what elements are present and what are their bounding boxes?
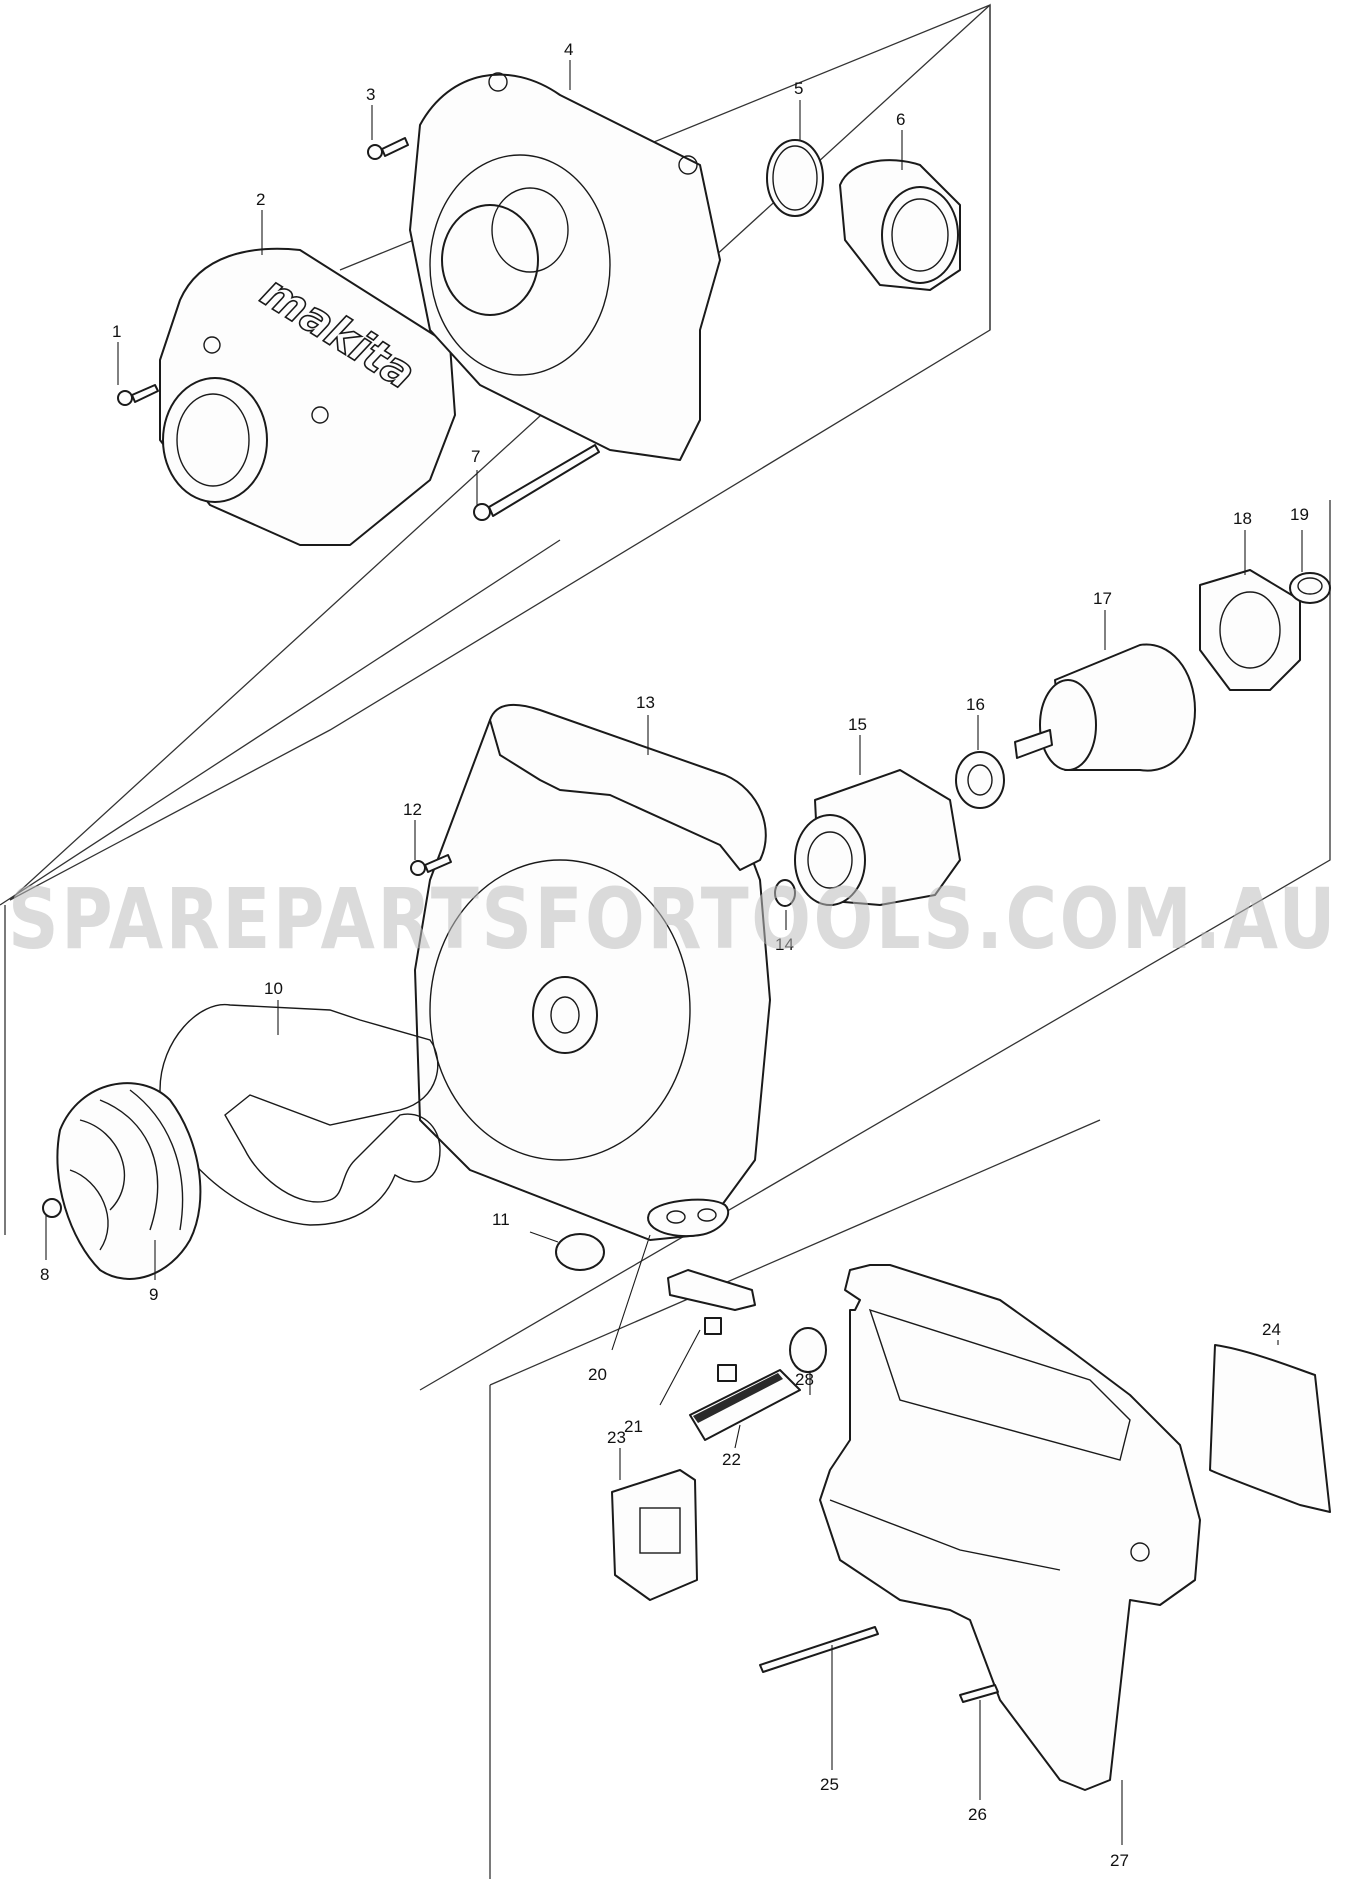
part-label-10: 10 — [264, 979, 283, 998]
part-label-21: 21 — [624, 1417, 643, 1436]
motor-part — [1014, 643, 1196, 772]
part-label-18: 18 — [1233, 509, 1252, 528]
part-label-19: 19 — [1290, 505, 1309, 524]
part-label-27: 27 — [1110, 1851, 1129, 1870]
gasket-part — [159, 1003, 441, 1226]
leader-lines — [45, 60, 1303, 1845]
part-labels: 1 2 3 4 5 6 7 8 9 10 11 12 13 14 15 16 1… — [40, 40, 1309, 1870]
fan-impeller-part — [42, 1082, 202, 1280]
part-label-6: 6 — [896, 110, 905, 129]
part-label-7: 7 — [471, 447, 480, 466]
long-pin-25 — [759, 1626, 879, 1673]
part-label-15: 15 — [848, 715, 867, 734]
part-label-8: 8 — [40, 1265, 49, 1284]
front-cover-part: makita — [159, 247, 456, 546]
part-label-5: 5 — [794, 79, 803, 98]
screw-12 — [410, 854, 452, 876]
part-label-20: 20 — [588, 1365, 607, 1384]
part-label-3: 3 — [366, 85, 375, 104]
motor-housing-part — [794, 769, 961, 906]
part-label-11: 11 — [492, 1210, 510, 1229]
part-label-14: 14 — [775, 935, 794, 954]
nozzle-adapter-part — [839, 159, 961, 291]
part-label-17: 17 — [1093, 589, 1112, 608]
watermark-text: SPAREPARTSFORTOOLS.COM.AU — [8, 870, 1338, 968]
seal-plate-part — [647, 1198, 730, 1238]
switch-part — [667, 1269, 756, 1335]
bushing-part — [1289, 572, 1331, 604]
main-housing-part — [414, 703, 771, 1241]
fan-housing-part — [409, 72, 721, 461]
rubber-plug-part — [555, 1233, 605, 1271]
long-screw-7 — [473, 444, 600, 521]
part-label-1: 1 — [112, 322, 121, 341]
o-ring-part — [766, 139, 824, 217]
part-label-24: 24 — [1262, 1320, 1281, 1339]
part-label-16: 16 — [966, 695, 985, 714]
controller-part — [611, 1469, 698, 1601]
part-label-13: 13 — [636, 693, 655, 712]
terminal-block-part — [689, 1364, 801, 1441]
screw-1 — [117, 384, 159, 406]
motor-bracket-part — [1199, 569, 1301, 691]
o-ring-28-part — [789, 1327, 827, 1373]
short-pin-26 — [959, 1684, 999, 1703]
ball-bearing-part — [955, 751, 1005, 809]
part-label-28: 28 — [795, 1370, 814, 1389]
screw-3 — [367, 137, 409, 160]
part-label-12: 12 — [403, 800, 422, 819]
part-label-22: 22 — [722, 1450, 741, 1469]
part-label-2: 2 — [256, 190, 265, 209]
washer-part — [774, 879, 796, 907]
part-label-26: 26 — [968, 1805, 987, 1824]
rear-housing-part — [819, 1264, 1201, 1791]
part-label-4: 4 — [564, 40, 573, 59]
part-label-23: 23 — [607, 1428, 626, 1447]
label-sticker-part — [1209, 1344, 1331, 1513]
part-label-25: 25 — [820, 1775, 839, 1794]
part-label-9: 9 — [149, 1285, 158, 1304]
